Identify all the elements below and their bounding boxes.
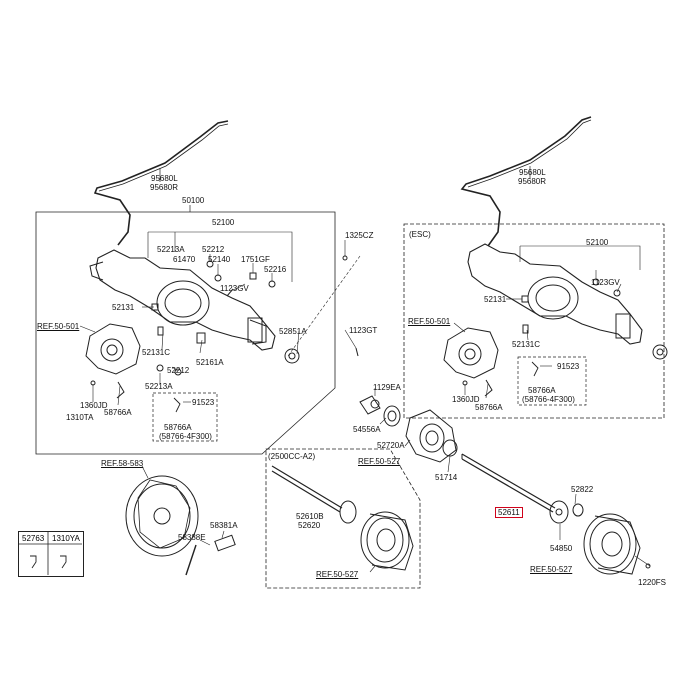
label-52212-bottom: 52212: [167, 366, 190, 375]
label-52140: 52140: [208, 255, 231, 264]
label-1360JD-left: 1360JD: [80, 401, 108, 410]
brake-hose-left: [93, 120, 229, 246]
axle-housing-left: [89, 249, 300, 364]
axle-shaft-left: [271, 465, 414, 573]
label-1123GV-left: 1123GV: [220, 284, 249, 293]
label-51714: 51714: [435, 473, 458, 482]
label-52100-right: 52100: [586, 238, 609, 247]
label-52620: 52620: [298, 521, 321, 530]
fasteners-left: [90, 255, 359, 399]
ref-50-501-right[interactable]: REF.50-501: [408, 317, 451, 326]
label-58766-4F300-left: (58766-4F300): [159, 432, 212, 441]
label-1129EA: 1129EA: [373, 383, 401, 392]
label-52720A: 52720A: [377, 441, 405, 450]
differential-carrier-right: [443, 327, 499, 379]
ref-50-527-right[interactable]: REF.50-527: [530, 565, 573, 574]
label-1220FS: 1220FS: [638, 578, 667, 587]
label-1310TA: 1310TA: [66, 413, 94, 422]
ref-50-527-middle[interactable]: REF.50-527: [358, 457, 401, 466]
label-95680L-right: 95680L: [519, 168, 546, 177]
hub-components: [359, 388, 458, 473]
table-header-1310YA: 1310YA: [52, 534, 80, 543]
ref-58-583[interactable]: REF.58-583: [101, 459, 144, 468]
label-1123GV-right: 1123GV: [591, 278, 620, 287]
label-52851A: 52851A: [279, 327, 307, 336]
sensor-box-left: [152, 392, 218, 442]
label-95680R-right: 95680R: [518, 177, 547, 186]
esc-box-title: (ESC): [409, 230, 431, 239]
axle-housing-right: [462, 243, 668, 397]
sensor-box-right: [517, 356, 587, 406]
label-54850: 54850: [550, 544, 573, 553]
label-52131-left: 52131: [112, 303, 135, 312]
label-58766A-left: 58766A: [104, 408, 132, 417]
fastener-table: 52763 1310YA: [18, 531, 84, 577]
ref-50-501-left[interactable]: REF.50-501: [37, 322, 80, 331]
label-58766-4F300-right: (58766-4F300): [522, 395, 575, 404]
ref-50-527-lower[interactable]: REF.50-527: [316, 570, 359, 579]
label-91523-right: 91523: [557, 362, 580, 371]
label-54556A: 54556A: [353, 425, 381, 434]
cc-box-title: (2500CC-A2): [268, 452, 316, 461]
label-58766A-right: 58766A: [475, 403, 503, 412]
label-1751GF: 1751GF: [241, 255, 270, 264]
label-95680L-left: 95680L: [151, 174, 178, 183]
label-52131-right: 52131: [484, 295, 507, 304]
leader-lines-right: [453, 245, 641, 399]
label-61470: 61470: [173, 255, 196, 264]
label-52213A-bottom: 52213A: [145, 382, 173, 391]
brake-drum-right: [583, 513, 651, 575]
label-58766A-box-left: 58766A: [164, 423, 192, 432]
label-52212-top: 52212: [202, 245, 225, 254]
label-52822: 52822: [571, 485, 594, 494]
label-52610B: 52610B: [296, 512, 324, 521]
label-58766A-box-right: 58766A: [528, 386, 556, 395]
table-header-52763: 52763: [22, 534, 45, 543]
table-fasteners: [18, 531, 82, 575]
esc-box: [403, 223, 665, 419]
backing-plate: [125, 465, 236, 576]
label-1360JD-right: 1360JD: [452, 395, 480, 404]
label-52213A-top: 52213A: [157, 245, 185, 254]
label-91523-left: 91523: [192, 398, 215, 407]
label-52131C-right: 52131C: [512, 340, 541, 349]
differential-carrier-left: [85, 323, 141, 375]
label-52161A: 52161A: [196, 358, 224, 367]
label-52611-highlighted: 52611: [495, 507, 523, 518]
axle-shaft-right: [461, 453, 584, 540]
label-52100-left: 52100: [212, 218, 235, 227]
label-52216: 52216: [264, 265, 287, 274]
axle-box-left: [35, 211, 336, 455]
label-1325CZ: 1325CZ: [345, 231, 374, 240]
label-52131C-left: 52131C: [142, 348, 171, 357]
label-50100: 50100: [182, 196, 205, 205]
label-58388E: 58388E: [178, 533, 206, 542]
label-58381A: 58381A: [210, 521, 238, 530]
brake-hose-right: [460, 116, 592, 247]
label-95680R-left: 95680R: [150, 183, 179, 192]
cc-2500-box: [265, 448, 421, 589]
label-1123GT: 1123GT: [349, 326, 378, 335]
